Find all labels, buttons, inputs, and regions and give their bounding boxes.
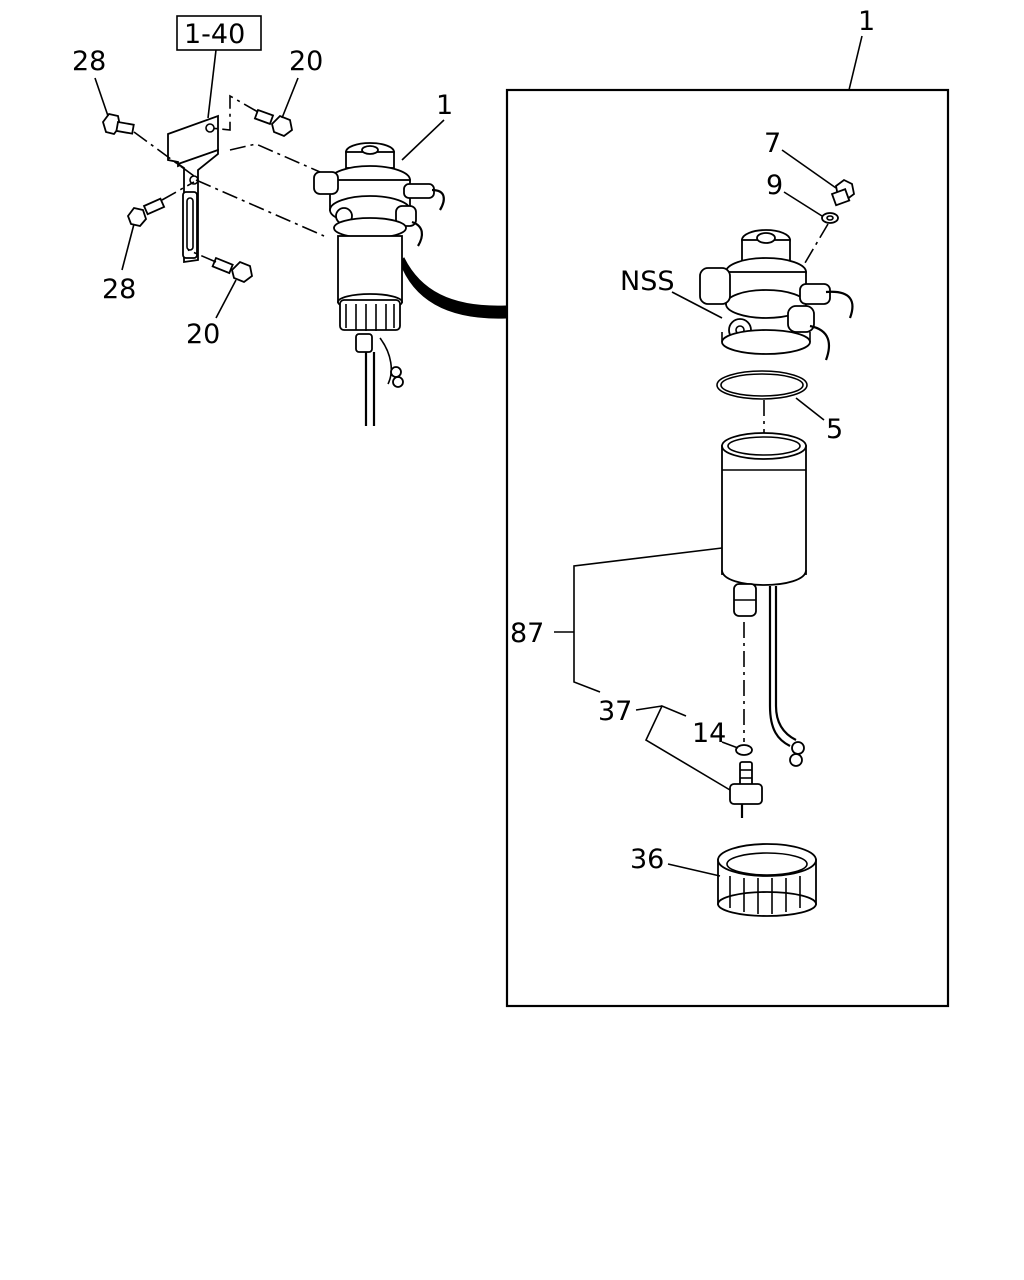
leader-20-bottom <box>215 279 237 319</box>
callout-20-top: 20 <box>289 46 323 77</box>
ref-box-leader <box>207 49 217 119</box>
part-9-washer <box>821 212 839 224</box>
washer-hole <box>826 215 834 221</box>
bolt-28-bottom <box>126 197 166 227</box>
axis-20-bottom <box>187 249 217 263</box>
filter-head <box>699 229 854 361</box>
mount-line-lower <box>195 179 325 237</box>
callout-87: 87 <box>510 618 544 649</box>
callout-assembly-top: 1 <box>858 6 875 37</box>
leader-assembly-left <box>401 119 445 161</box>
leader-9 <box>783 191 823 217</box>
callout-assembly-left: 1 <box>436 90 453 121</box>
ref-box-label: 1-40 <box>184 19 245 50</box>
part-7-plug <box>830 178 855 207</box>
leader-37 <box>635 705 663 711</box>
part-5-oring <box>716 370 808 400</box>
bracket-87 <box>573 547 723 693</box>
leader-7 <box>781 149 837 189</box>
part-37-sensor <box>729 761 763 818</box>
detail-connector <box>399 257 507 319</box>
leader-36 <box>667 863 721 877</box>
callout-7: 7 <box>764 128 781 159</box>
callout-9: 9 <box>766 170 783 201</box>
callout-14: 14 <box>692 718 726 749</box>
leader-5 <box>795 397 825 421</box>
callout-20-bottom: 20 <box>186 319 220 350</box>
ref-box <box>176 15 262 51</box>
bracket <box>167 114 219 264</box>
axis-7-9 <box>801 223 829 269</box>
axis-28-bottom <box>161 181 195 201</box>
bolt-20-top <box>253 108 293 138</box>
axis-28-top <box>133 131 195 177</box>
detail-frame <box>505 88 950 1008</box>
leader-20-top <box>281 77 299 119</box>
leader-14 <box>721 741 739 749</box>
leader-nss <box>671 291 723 319</box>
callout-28-top: 28 <box>72 46 106 77</box>
leader-28-top <box>94 77 109 117</box>
small-filter-assembly <box>313 142 445 426</box>
mount-line-upper <box>229 143 321 173</box>
callout-nss: NSS <box>620 266 674 297</box>
callout-28-bottom: 28 <box>102 274 136 305</box>
part-87-bowl <box>721 432 807 767</box>
bolt-28-top <box>102 112 135 136</box>
callout-37: 37 <box>598 696 632 727</box>
part-36-ring-nut <box>717 843 817 917</box>
leader-28-bottom <box>121 223 135 271</box>
leader-assembly-top <box>848 35 863 91</box>
bolt-20-bottom <box>211 256 253 284</box>
callout-5: 5 <box>826 414 843 445</box>
callout-36: 36 <box>630 844 664 875</box>
part-14-oring <box>735 744 753 756</box>
bracket-37 <box>644 704 731 791</box>
